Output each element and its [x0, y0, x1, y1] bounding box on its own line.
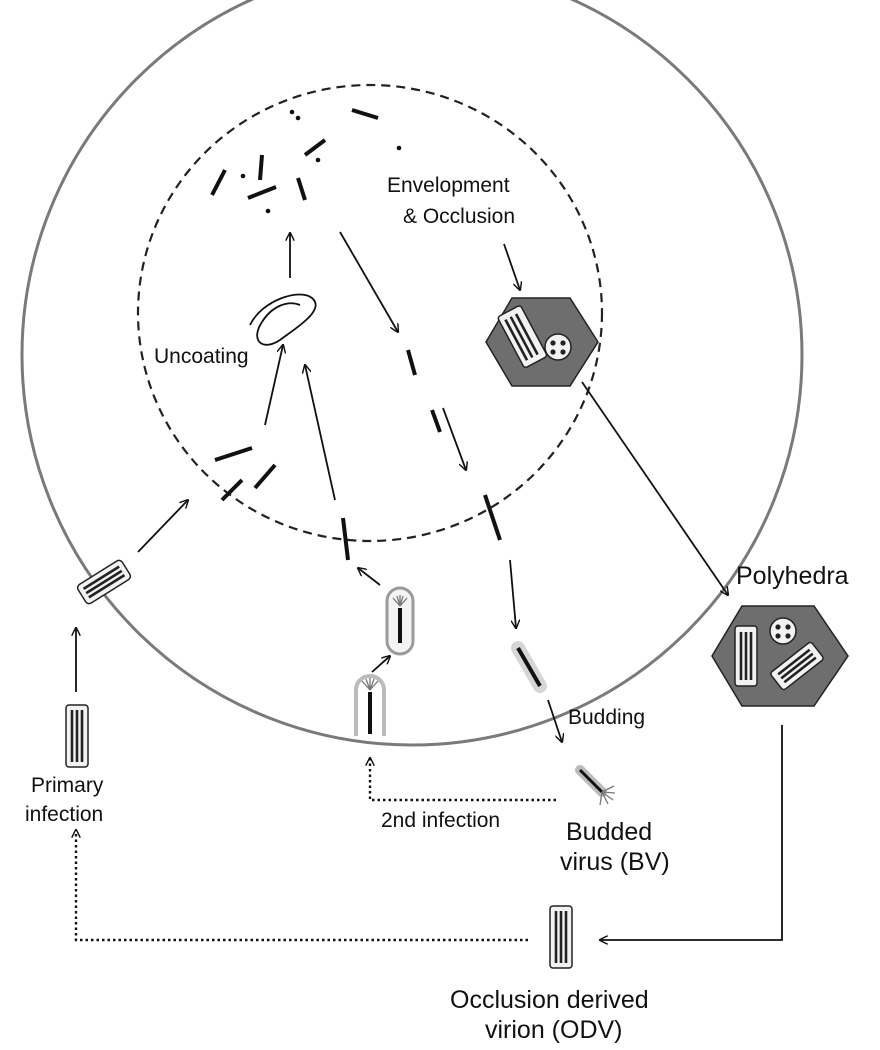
label-odv-line2: virion (ODV) [485, 1016, 623, 1044]
label-envelopment-line1: Envelopment [387, 174, 510, 197]
nuclear-envelope [136, 83, 604, 543]
endosome-bv [385, 586, 415, 656]
label-uncoating: Uncoating [154, 345, 249, 368]
uncoated-genome-loop [249, 293, 317, 346]
odv-entering-membrane [76, 559, 132, 605]
budded-virus-particle [575, 765, 616, 806]
budding-nucleocapsid [511, 641, 547, 693]
label-odv-line1: Occlusion derived [450, 986, 649, 1014]
label-polyhedra: Polyhedra [736, 562, 849, 590]
label-budded-virus-line1: Budded [566, 818, 652, 846]
label-budded-virus-line2: virus (BV) [560, 848, 670, 876]
odv-particle [549, 905, 573, 969]
pathway-arrows [76, 231, 783, 940]
odv-primary-infection [65, 704, 89, 768]
polyhedron-released [711, 605, 849, 707]
label-primary-infection-line2: infection [25, 803, 103, 826]
bv-entering-endocytosis [354, 674, 386, 736]
label-second-infection: 2nd infection [381, 809, 500, 832]
progeny-nucleocapsids-exit [406, 349, 442, 433]
infection-dotted-arrows [76, 758, 556, 942]
polyhedron-in-nucleus [485, 297, 599, 387]
label-primary-infection-line1: Primary [31, 774, 104, 797]
viral-dna-fragments [210, 108, 379, 201]
cell-membrane [20, 0, 804, 747]
nucleocapsids-at-nucleus [214, 446, 502, 561]
viral-dna-dots [240, 109, 402, 214]
label-budding: Budding [568, 706, 645, 729]
label-envelopment-line2: & Occlusion [403, 205, 515, 228]
